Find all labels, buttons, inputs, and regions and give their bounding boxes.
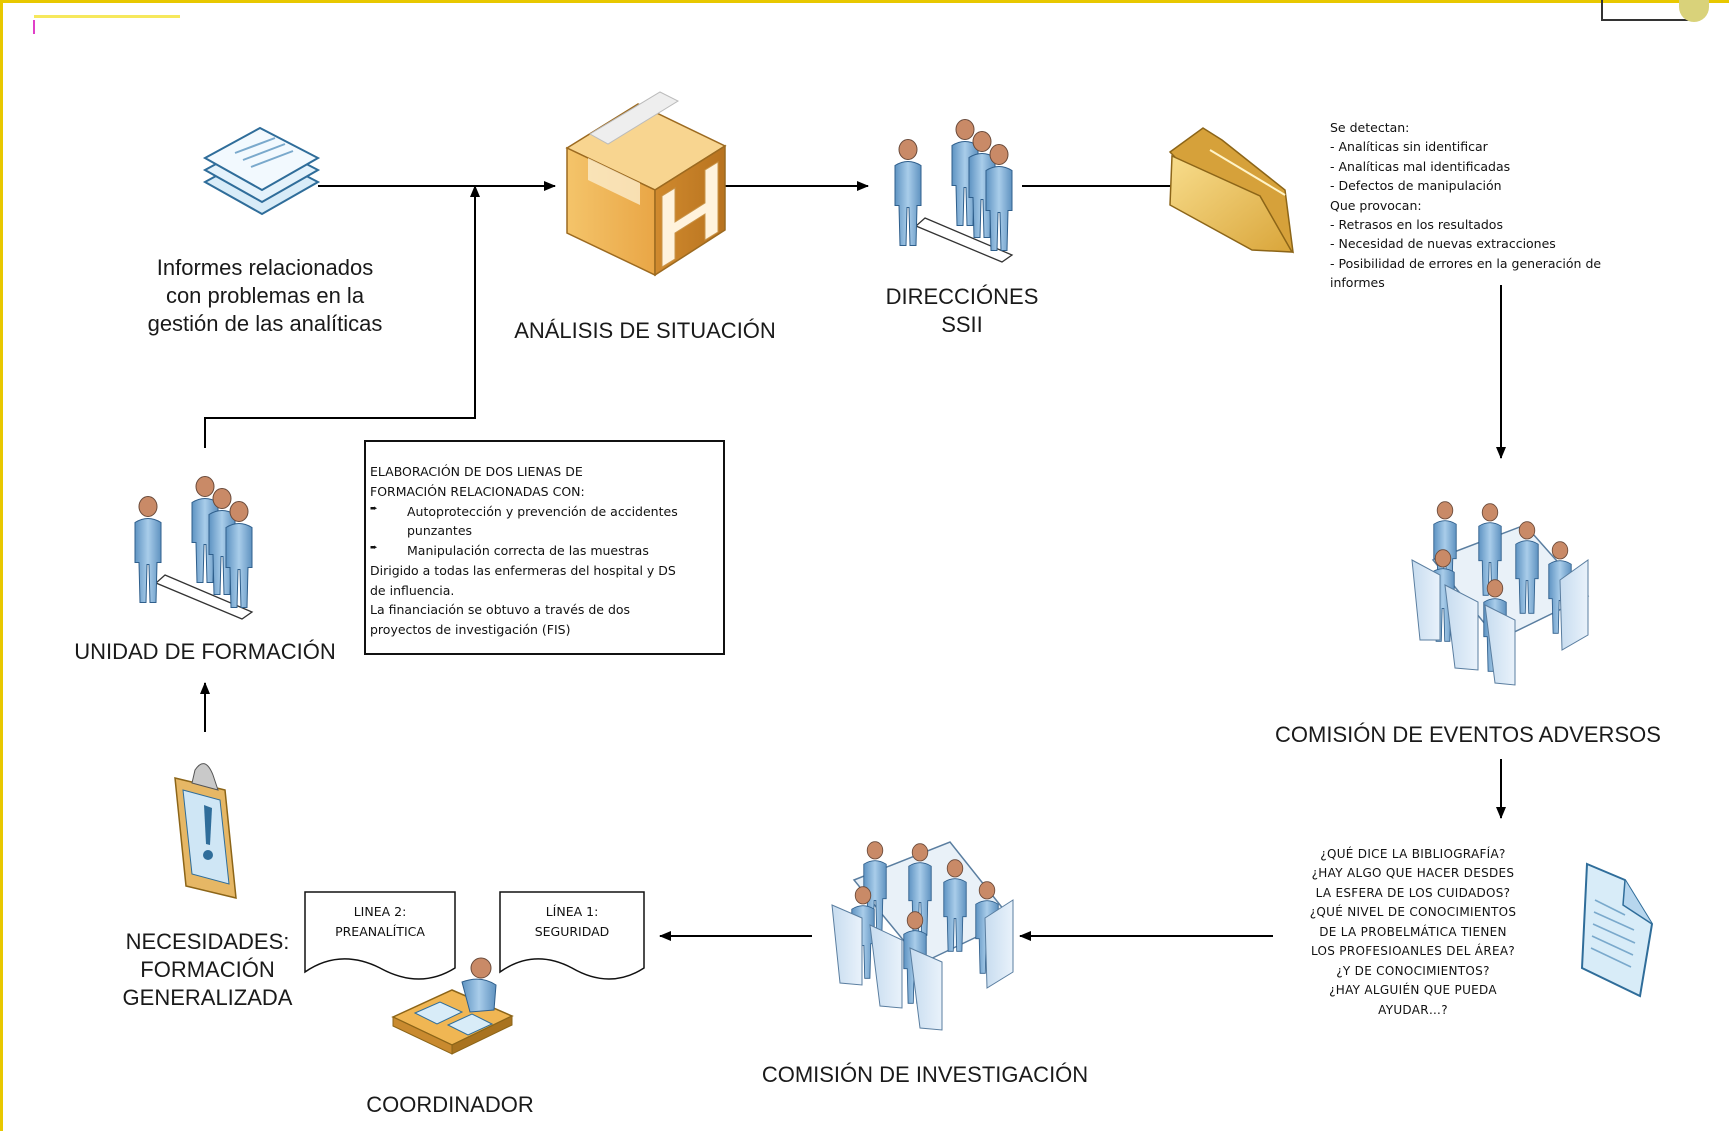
comision-eventos-label: COMISIÓN DE EVENTOS ADVERSOS xyxy=(1275,722,1661,747)
corner-ornament-icon xyxy=(1679,0,1709,22)
training-box-funding: La financiación se obtuvo a través de do… xyxy=(370,602,631,637)
clipboard-alert-icon xyxy=(174,763,237,899)
linea-1-document-icon xyxy=(499,891,645,980)
header-accent-line xyxy=(34,15,180,18)
text-cursor xyxy=(33,20,35,34)
text-document-icon xyxy=(1580,862,1654,998)
research-questions: ¿QUÉ DICE LA BIBLIOGRAFÍA? ¿HAY ALGO QUE… xyxy=(1309,847,1517,1017)
unidad-formacion-label: UNIDAD DE FORMACIÓN xyxy=(74,639,336,664)
necesidades-label: NECESIDADES: FORMACIÓN GENERALIZADA xyxy=(122,929,293,1011)
people-group-icon xyxy=(134,475,254,620)
stacked-documents-icon xyxy=(202,126,321,216)
linea-1-label: LÍNEA 1: SEGURIDAD xyxy=(534,904,610,939)
analisis-label: ANÁLISIS DE SITUACIÓN xyxy=(514,318,776,343)
comision-investigacion-label: COMISIÓN DE INVESTIGACIÓN xyxy=(761,1062,1089,1087)
open-folder-icon xyxy=(1168,127,1294,254)
linea-2-label: LINEA 2: PREANALÍTICA xyxy=(335,904,425,939)
corner-divider xyxy=(1601,0,1603,20)
people-group-icon xyxy=(894,118,1014,263)
coordinador-label: COORDINADOR xyxy=(366,1092,534,1117)
training-box-heading: ELABORACIÓN DE DOS LIENAS DE FORMACIÓN R… xyxy=(370,464,585,499)
detection-notes: Se detectan: - Analíticas sin identifica… xyxy=(1330,120,1602,290)
training-lines-box: ELABORACIÓN DE DOS LIENAS DE FORMACIÓN R… xyxy=(364,440,725,655)
person-at-desk-icon xyxy=(391,957,514,1055)
training-box-bullet-1: Autoprotección y prevención de accidente… xyxy=(370,502,717,542)
linea-2-document-icon xyxy=(304,891,456,980)
informes-label: Informes relacionados con problemas en l… xyxy=(147,255,383,337)
training-box-bullet-2: Manipulación correcta de las muestras xyxy=(370,541,717,561)
meeting-table-icon xyxy=(1411,501,1590,686)
corner-divider-horizontal xyxy=(1601,19,1691,21)
training-box-audience: Dirigido a todas las enfermeras del hosp… xyxy=(370,562,676,598)
arrow-formacion-to-analisis xyxy=(204,185,480,448)
cardboard-box-icon xyxy=(565,91,727,277)
meeting-table-icon xyxy=(831,841,1014,1031)
direcciones-label: DIRECCIÓNES SSII xyxy=(885,284,1039,338)
